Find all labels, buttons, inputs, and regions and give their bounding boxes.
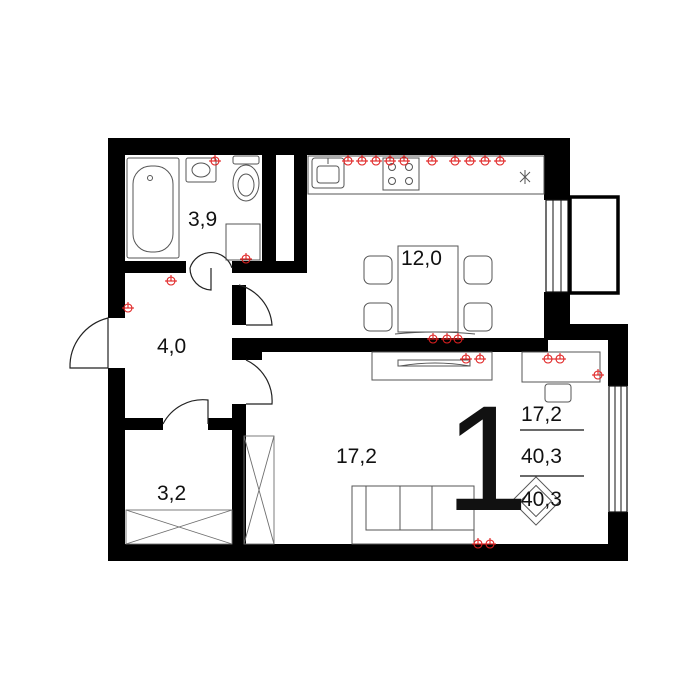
socket-icon: [484, 538, 496, 549]
wall-bath-bottom-b: [232, 261, 307, 273]
doors: [69, 252, 273, 425]
socket-icon: [342, 155, 354, 166]
wall-hall-right-c: [232, 404, 246, 549]
socket-icon: [240, 253, 252, 264]
socket-icon: [474, 353, 486, 364]
living-fixtures: [243, 351, 601, 545]
wall-corridor-kitchen: [294, 138, 307, 272]
storage-fixtures: [125, 509, 233, 545]
room-area-storage: 3,2: [157, 482, 186, 505]
socket-icon: [356, 155, 368, 166]
wall-hall-right-b: [232, 338, 262, 360]
living-window: [608, 385, 628, 513]
wall-left-lower: [108, 368, 125, 561]
washing-machine-icon: [225, 223, 261, 261]
socket-icon: [441, 333, 453, 344]
socket-icon: [165, 275, 177, 286]
bathtub-icon: [126, 157, 180, 259]
living-area-value: 17,2: [521, 403, 562, 426]
socket-icon: [494, 155, 506, 166]
walls: [108, 138, 628, 561]
balcony: [568, 195, 620, 295]
wall-kitchen-right-upper: [544, 138, 570, 200]
labels: 3,9 4,0 12,0 3,2 17,2 1 17,2 40,3 40,3: [157, 208, 584, 542]
socket-icon: [370, 155, 382, 166]
kitchen-counter: [307, 155, 545, 195]
room-area-bathroom: 3,9: [188, 208, 217, 231]
living-door: [245, 359, 273, 405]
room-area-living: 17,2: [336, 445, 377, 468]
socket-icon: [427, 333, 439, 344]
wall-step: [544, 324, 628, 340]
entrance-door: [69, 317, 109, 369]
room-area-hall: 4,0: [157, 335, 186, 358]
wall-top: [108, 138, 570, 155]
toilet-icon: [232, 155, 260, 202]
bathroom-door: [186, 252, 233, 291]
windows: [545, 195, 628, 513]
tv-icon: [394, 331, 476, 367]
electrical-sockets: [122, 155, 604, 549]
sofa-icon: [351, 485, 475, 545]
socket-icon: [398, 155, 410, 166]
socket-icon: [460, 353, 472, 364]
wall-storage-top-a: [108, 418, 163, 430]
wall-bath-bottom-a: [108, 261, 186, 273]
wall-hall-right-a: [232, 285, 246, 325]
socket-icon: [122, 302, 134, 313]
bathroom-fixtures: [126, 155, 261, 261]
socket-icon: [472, 538, 484, 549]
socket-icon: [384, 155, 396, 166]
room-area-kitchen: 12,0: [401, 247, 442, 270]
wall-bath-kitchen: [262, 138, 276, 272]
socket-icon: [542, 353, 554, 364]
kitchen-window: [545, 199, 569, 293]
kitchen-door: [238, 284, 273, 326]
wall-living-right-lower: [608, 512, 628, 561]
hood-icon: [519, 170, 531, 184]
socket-icon: [479, 155, 491, 166]
storage-door: [162, 399, 209, 425]
socket-icon: [464, 155, 476, 166]
wall-left-upper: [108, 138, 125, 318]
socket-icon: [592, 369, 604, 380]
socket-icon: [426, 155, 438, 166]
rooms-count: 1: [445, 374, 528, 542]
kitchen-sink-icon: [311, 157, 345, 189]
socket-icon: [452, 333, 464, 344]
wardrobe-icon: [243, 435, 275, 545]
sink-icon: [185, 157, 217, 183]
wall-kitchen-living: [258, 338, 548, 352]
total-area-value: 40,3: [521, 445, 562, 468]
total-area-value-2: 40,3: [521, 488, 562, 511]
socket-icon: [449, 155, 461, 166]
socket-icon: [209, 155, 221, 166]
wall-storage-top-b: [208, 418, 246, 430]
tv-stand-icon: [371, 351, 493, 381]
desk-icon: [521, 351, 601, 403]
wall-bottom: [108, 544, 628, 561]
armchair-icon: [511, 476, 561, 526]
wall-living-right-upper: [608, 324, 628, 386]
socket-icon: [554, 353, 566, 364]
